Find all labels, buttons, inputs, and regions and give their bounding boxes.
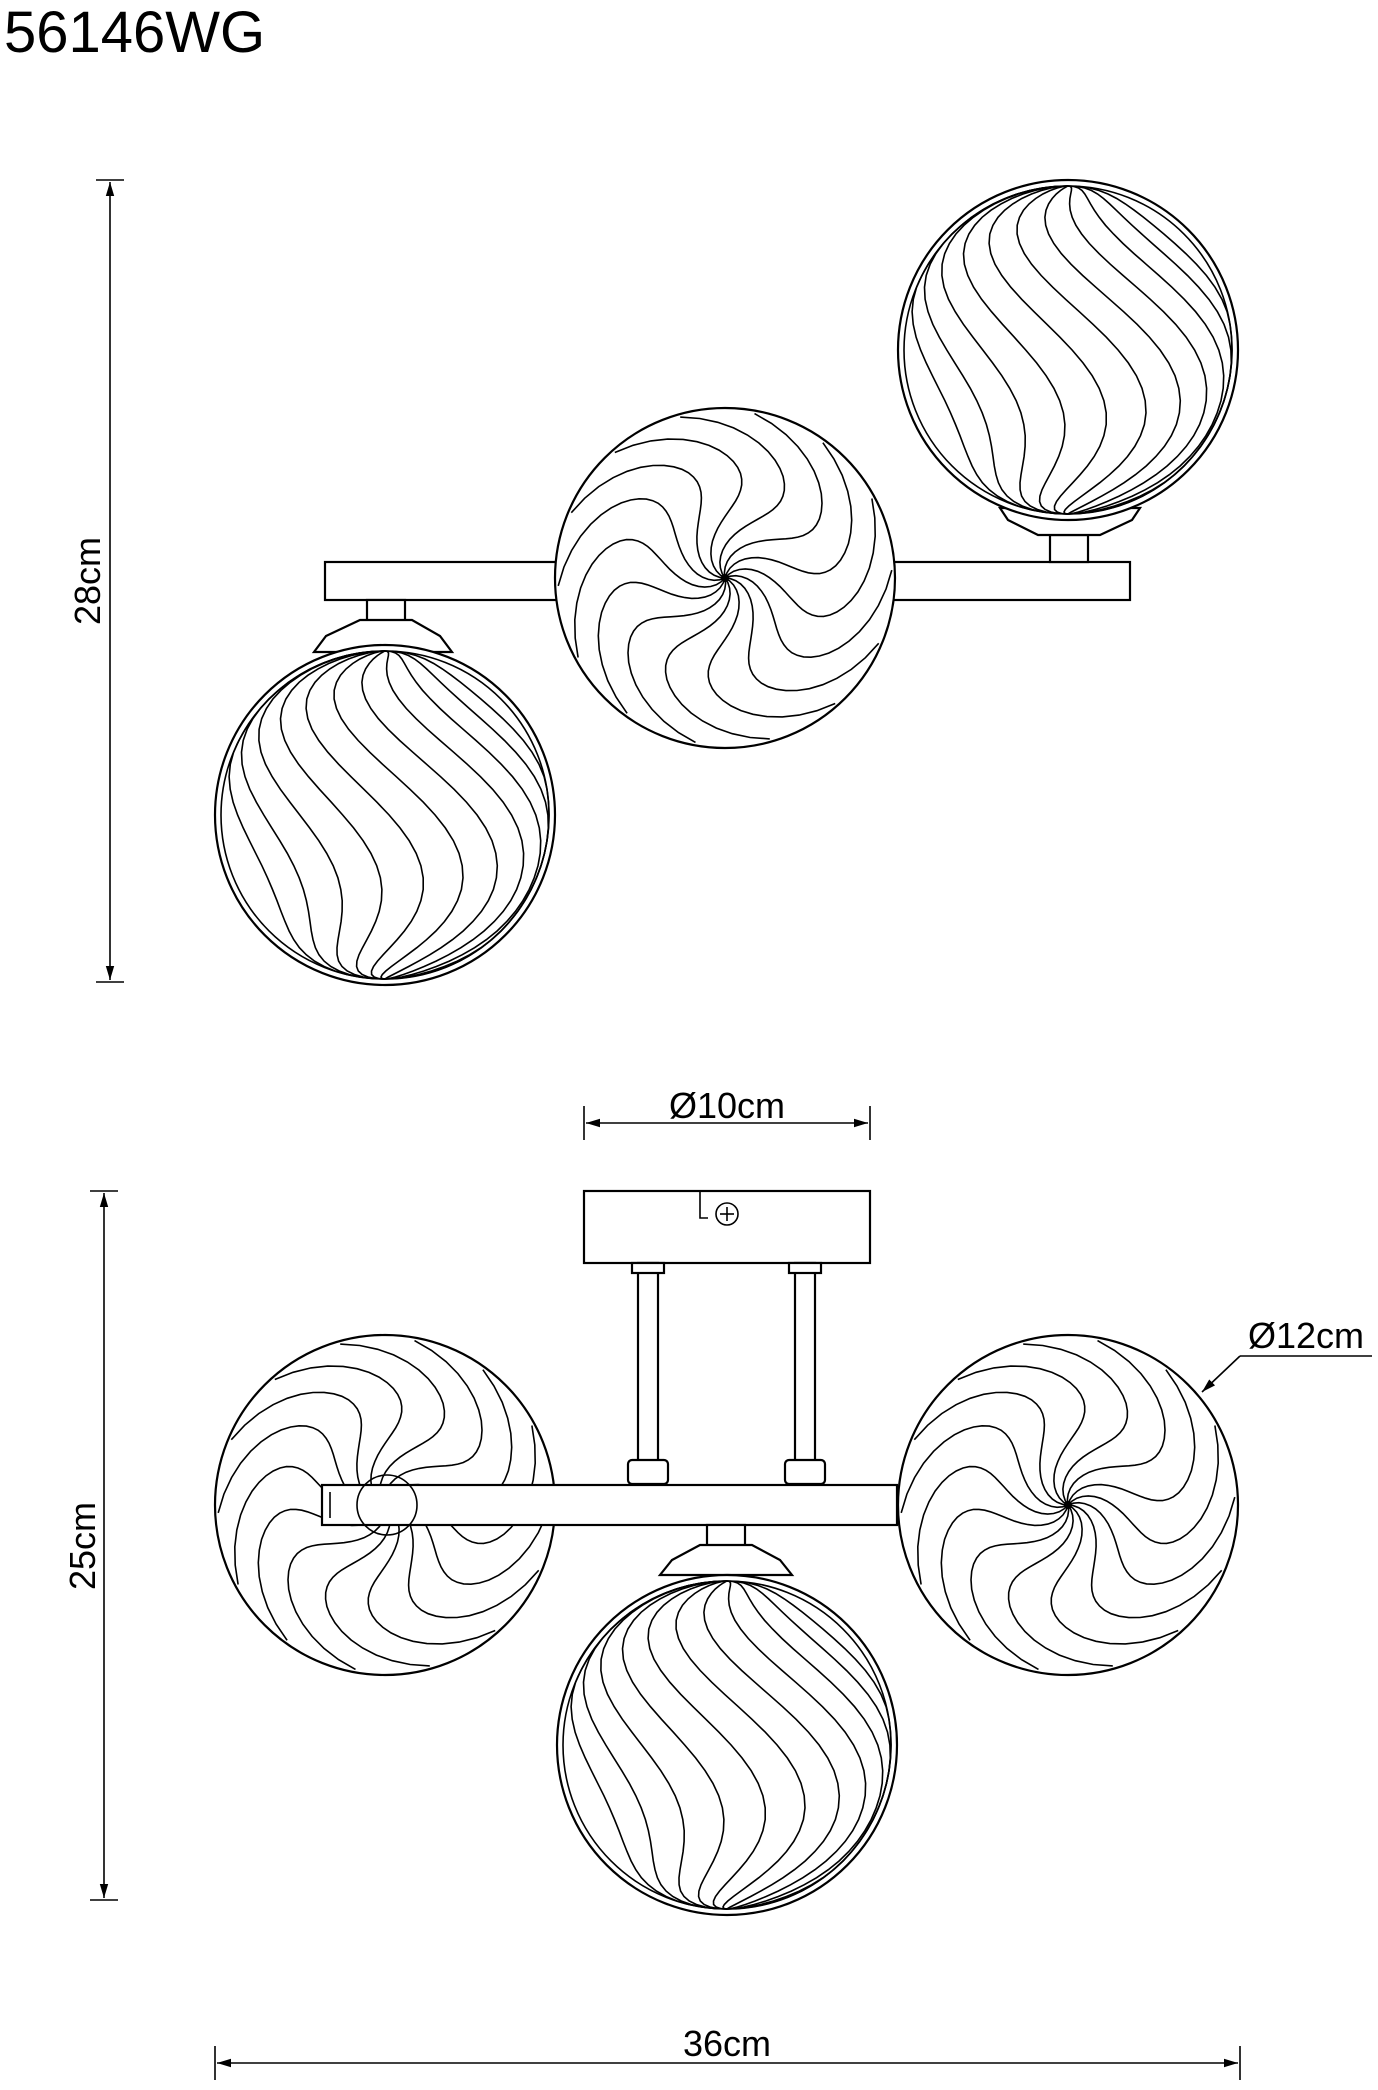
- globe-rib: [361, 650, 499, 980]
- globe-top-center: [553, 406, 897, 750]
- globe-rib: [621, 1580, 728, 1910]
- globe-rib: [675, 1580, 806, 1910]
- globe-rib: [627, 577, 727, 744]
- globe-rib: [573, 538, 726, 658]
- base-diameter-label: Ø10cm: [669, 1085, 785, 1126]
- globe-rib: [600, 1580, 728, 1910]
- globe-rib: [557, 497, 726, 587]
- globe-rib: [1067, 1369, 1196, 1506]
- globe-rib: [333, 650, 464, 980]
- globe-top-left: [213, 643, 557, 987]
- globe-rib: [647, 1580, 766, 1910]
- globe-rib: [707, 577, 836, 718]
- globe-top-right: [896, 178, 1240, 522]
- globe-rib: [1067, 1496, 1236, 1586]
- side-arm: [320, 1474, 899, 1536]
- globe-rib: [988, 185, 1107, 515]
- globe-rib: [726, 1580, 892, 1910]
- globe-rib: [324, 1504, 430, 1667]
- ceiling-base: [582, 1189, 872, 1265]
- globe-rib: [384, 650, 542, 980]
- width-dimension: 36cm: [214, 2023, 1241, 2080]
- globe-rib: [664, 577, 770, 740]
- width-label: 36cm: [683, 2023, 771, 2064]
- globe-rib: [941, 185, 1069, 515]
- base-diameter-dimension: Ø10cm: [583, 1085, 871, 1140]
- globe-diameter-label: Ø12cm: [1248, 1315, 1364, 1356]
- globe-rib: [287, 1504, 387, 1671]
- globe-rib: [1067, 185, 1233, 515]
- globe-rib: [724, 577, 880, 692]
- globe-rib: [1050, 1504, 1179, 1645]
- globe-rib: [962, 185, 1069, 515]
- globe-rib: [1067, 185, 1225, 515]
- height-dimension-top: 28cm: [67, 179, 124, 983]
- globe-rib: [723, 412, 823, 579]
- globe-rib: [940, 1504, 1069, 1641]
- globe-rib: [340, 1343, 446, 1506]
- globe-rib: [614, 438, 743, 579]
- globe-rib: [384, 650, 525, 980]
- globe-rib: [1067, 185, 1208, 515]
- top-view: 28cm: [67, 178, 1240, 987]
- globe-rib: [726, 1580, 884, 1910]
- globe-rib: [724, 442, 853, 579]
- side-view: Ø10cm 25cm: [62, 1085, 1372, 2080]
- globe-rib: [916, 1465, 1069, 1585]
- globe-rib: [1067, 1425, 1220, 1545]
- globe-rib: [367, 1504, 496, 1645]
- globe-rib: [970, 1504, 1070, 1671]
- top-left-socket: [311, 598, 455, 654]
- globe-rib: [384, 650, 550, 980]
- globe-rib: [913, 1391, 1069, 1506]
- globe-rib: [726, 1580, 867, 1910]
- globe-rib: [258, 650, 386, 980]
- globe-rib: [1023, 1343, 1129, 1506]
- support-rods: [626, 1261, 827, 1486]
- globe-rib: [383, 1339, 483, 1506]
- globe-rib: [305, 650, 424, 980]
- globe-rib: [703, 1580, 841, 1910]
- globe-rib: [279, 650, 386, 980]
- height-label-side: 25cm: [62, 1502, 103, 1590]
- globe-rib: [1007, 1504, 1113, 1667]
- globe-rib: [274, 1365, 403, 1506]
- height-label-top: 28cm: [67, 537, 108, 625]
- globe-diameter-callout: Ø12cm: [1201, 1315, 1372, 1393]
- height-dimension-side: 25cm: [62, 1190, 118, 1901]
- globe-rib: [1016, 185, 1147, 515]
- globe-rib: [1044, 185, 1182, 515]
- globe-rib: [1067, 1504, 1223, 1619]
- model-number: 56146WG: [4, 0, 265, 65]
- globe-rib: [900, 1424, 1069, 1514]
- globe-side-right: [896, 1333, 1240, 1677]
- globe-rib: [570, 464, 726, 579]
- globe-rib: [724, 498, 877, 618]
- globe-rib: [1066, 1339, 1166, 1506]
- globe-rib: [597, 577, 726, 714]
- globe-side-bottom: [555, 1573, 899, 1917]
- globe-rib: [724, 569, 893, 659]
- globe-rib: [957, 1365, 1086, 1506]
- side-bottom-socket: [657, 1523, 795, 1577]
- globe-rib: [680, 416, 786, 579]
